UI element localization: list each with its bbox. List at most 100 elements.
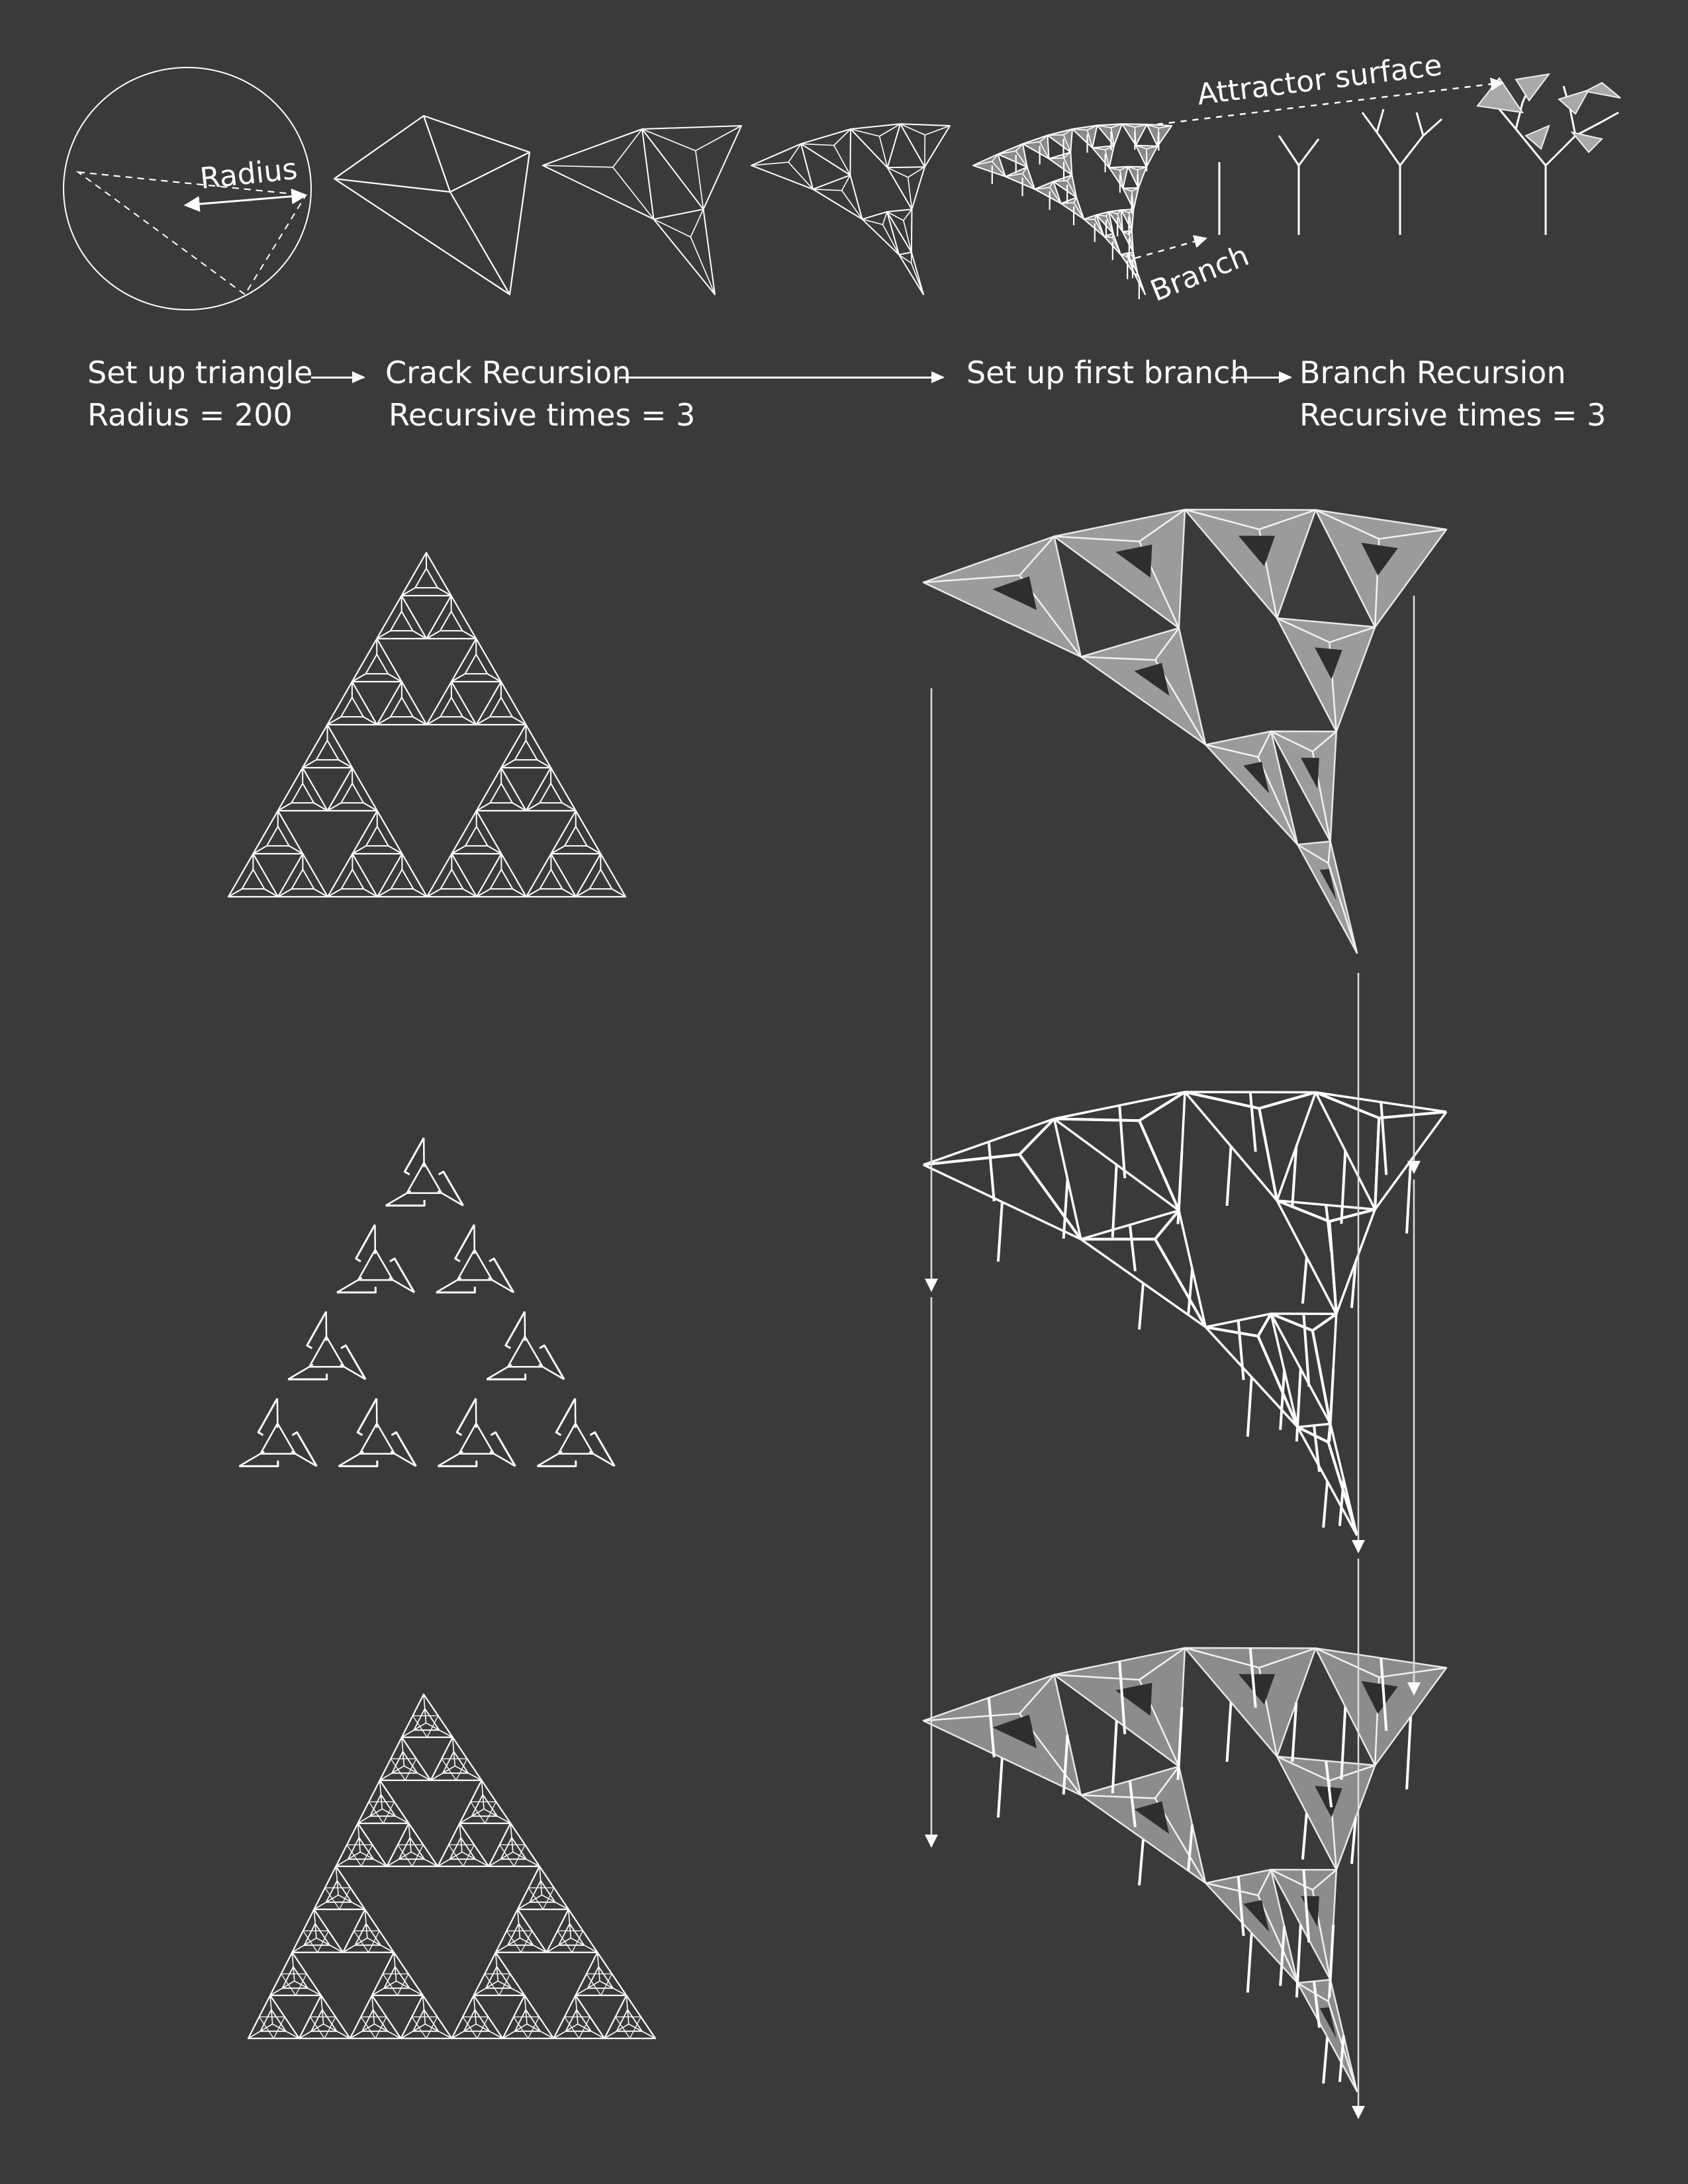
shell-face [922,535,1082,658]
shell-crack [1301,758,1319,789]
shell-branch [1340,1150,1347,1224]
annotation-arrows [1135,77,1504,259]
plan1-cell [400,551,452,597]
plan1-cell [277,852,329,898]
initial-circle-triangle [63,67,312,310]
plan1-inner [439,610,464,632]
attractor-panels [1476,73,1621,154]
step-setup-triangle-detail: Radius = 200 [87,397,293,433]
plan1-inner [389,868,415,890]
shell-branch [1340,1706,1347,1780]
shell-face [1297,841,1358,954]
plan1-cell [525,766,577,812]
strip-mesh-cell [900,123,951,168]
strip-mesh-cell [1122,187,1139,210]
plan2-branch [537,1460,577,1467]
plan2-core [405,1161,444,1195]
plan2-core [259,1422,297,1455]
shell-branch [1380,1658,1388,1731]
branch-growth-strip [1218,73,1621,235]
strip-mesh-cell [1083,214,1105,237]
branch-level-2 [1361,109,1442,235]
plan1-cell [351,637,403,683]
plan1-cell [426,594,477,640]
shell-branch [1338,2035,1345,2082]
plan2-branch [340,1344,367,1380]
plan2-branch [356,1398,378,1436]
step-branch-recursion-detail: Recursive times = 3 [1299,397,1607,433]
plan1-inner [389,696,414,718]
shell-crack [1238,1674,1276,1705]
plan1-inner [290,868,316,890]
plan1-cell [326,680,378,726]
shell-face [1297,1979,1358,2093]
shell-branch [1328,1925,1335,1998]
plan1-cell [475,852,528,898]
plan1-inner [265,825,291,847]
crack-recursion-strip [542,123,1172,300]
shell-branch [1313,1981,1321,2028]
shell-branch [1405,1160,1413,1234]
plan1-inner [364,653,389,675]
shell-branch [1246,1377,1253,1437]
shell-branch [1301,1813,1308,1860]
shell-branch [1405,1716,1413,1790]
plan1-inner [538,868,564,890]
shell-branch [987,1698,996,1758]
strip-mesh-cell [812,174,863,220]
shell-branch [1111,1164,1118,1238]
shell-branch [1380,1102,1388,1175]
plan1-cell [500,723,552,769]
plan1-inner [513,739,539,761]
shell-branch [1128,1780,1137,1827]
strip-mesh-cell [1096,123,1123,147]
shell-face [1053,508,1186,629]
strip-mesh-cell [653,208,716,295]
shell-branch [1138,1839,1145,1886]
flow-arrow-1 [311,371,365,383]
shell-branch [1291,1702,1298,1762]
strip-mesh-cell [641,125,742,210]
plan2-branch [438,1170,464,1206]
plan1-inner [240,868,266,890]
shell-branch [1111,1720,1118,1794]
shell-branch [1295,1925,1302,1998]
step-crack-recursion-detail: Recursive times = 3 [389,397,696,433]
flow-arrow-3 [1231,371,1292,383]
strip-mesh-cell [1048,152,1073,176]
plan1-inner [489,696,514,718]
strip-mesh-cell [1060,197,1085,220]
strip-mesh-cell [850,123,901,169]
plan2-core [506,1334,544,1368]
plan2-branch [438,1460,478,1467]
plan2-core [356,1248,395,1281]
plan2-branch [291,1431,318,1467]
plan2-branch [336,1287,377,1294]
shell-branch [1279,1926,1286,1986]
plan1-inner [340,696,365,718]
plan1-inner [389,610,414,632]
shell-crack [992,576,1037,610]
plan2-branch [389,1257,416,1293]
strip-mesh-cell [1072,124,1098,149]
plan2-branch [539,1344,565,1380]
plan1-cell [426,680,477,726]
plan1-inner [489,868,514,890]
shell-branch [987,1142,996,1202]
plan2-branch [555,1398,577,1436]
shell-branch [1225,1146,1233,1206]
plan2-branch [391,1431,417,1467]
shell-branch [1118,1105,1127,1179]
plan2-branch [490,1431,516,1467]
step-crack-recursion-title: Crack Recursion [385,355,632,390]
shell-branch [1322,1480,1329,1528]
plan2-core [457,1422,496,1455]
shell-face [1080,1765,1207,1884]
shell-face [1080,627,1207,746]
shell-crack [1315,647,1342,680]
strip-mesh-cell [751,143,814,190]
plan1-cell [277,766,328,812]
strip-mesh-cell [997,143,1028,168]
plan1-inner [464,825,489,847]
plan1-inner [290,782,315,804]
